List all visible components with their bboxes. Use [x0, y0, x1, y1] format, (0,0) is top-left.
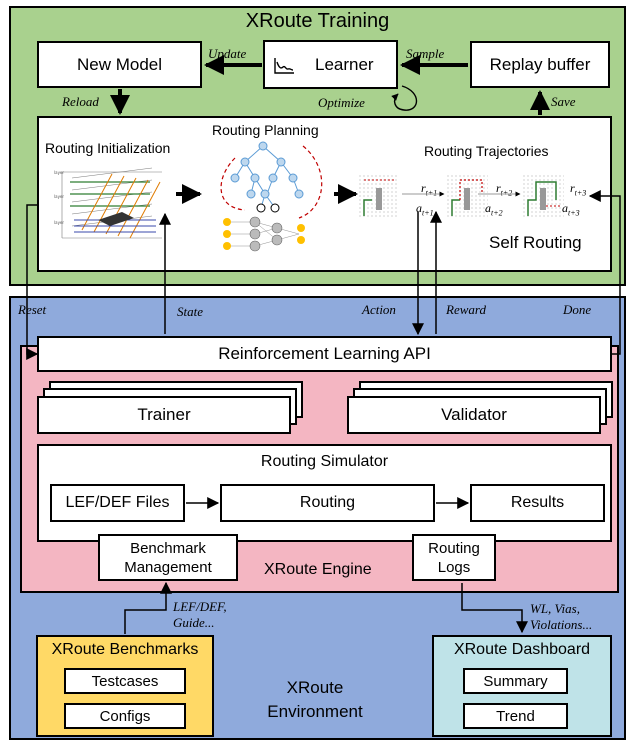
routing-trajectories-label: Routing Trajectories: [424, 143, 549, 159]
loss-curve-icon: [274, 58, 294, 74]
svg-text:layer: layer: [54, 220, 64, 225]
routing-planning-label: Routing Planning: [212, 122, 319, 138]
benchmark-management-line1: Benchmark: [130, 539, 206, 557]
routing-grid-illustration: layer layer layer: [54, 167, 162, 239]
testcases-box: Testcases: [64, 668, 186, 694]
done-connector: [588, 190, 621, 355]
rl-api-box: Reinforcement Learning API: [37, 336, 612, 372]
routing-initialization-label: Routing Initialization: [45, 140, 171, 156]
reset-label: Reset: [18, 302, 47, 317]
learner-label: Learner: [315, 54, 374, 74]
configs-label: Configs: [99, 707, 151, 725]
benchmarks-to-management-arrow: [124, 581, 172, 634]
action-t1-label: at+1: [416, 201, 434, 218]
optimize-label: Optimize: [318, 95, 365, 110]
lefdef-guide-label: LEF/DEF,Guide...: [173, 599, 227, 630]
optimize-loop-arrow: [391, 85, 418, 111]
reward-label: Reward: [446, 302, 486, 317]
routing-planning-illustration: [220, 141, 323, 252]
reset-connector: [26, 204, 39, 360]
reward-t2-label: rt+2: [496, 181, 513, 198]
engine-title: XRoute Engine: [264, 561, 372, 578]
replay-buffer-label: Replay buffer: [489, 54, 591, 74]
lef-def-files-box: LEF/DEF Files: [50, 484, 185, 522]
new-model-box: New Model: [37, 41, 202, 88]
reward-t1-label: rt+1: [421, 181, 438, 198]
summary-label: Summary: [483, 672, 548, 690]
svg-text:layer: layer: [54, 194, 64, 199]
action-t2-label: at+2: [485, 201, 503, 218]
routing-logs-line2: Logs: [437, 558, 471, 576]
benchmarks-title: XRoute Benchmarks: [51, 641, 199, 658]
validator-box: Validator: [347, 396, 601, 434]
routing-box: Routing: [220, 484, 435, 522]
wl-vias-label: WL, Vias,Violations...: [530, 601, 593, 632]
action-t3-label: at+3: [562, 201, 580, 218]
routing-simulator-label: Routing Simulator: [260, 453, 389, 470]
self-routing-label: Self Routing: [489, 233, 582, 252]
svg-text:layer: layer: [54, 170, 64, 175]
routing-logs-box: Routing Logs: [412, 534, 496, 581]
new-model-label: New Model: [76, 54, 163, 74]
lef-def-files-label: LEF/DEF Files: [65, 494, 170, 511]
trend-box: Trend: [463, 703, 568, 729]
logs-to-dashboard-arrow: [461, 583, 528, 634]
validator-label: Validator: [441, 405, 507, 424]
rl-api-label: Reinforcement Learning API: [218, 344, 431, 363]
trend-label: Trend: [496, 707, 535, 725]
trajectory-illustration: [358, 174, 564, 218]
testcases-label: Testcases: [91, 672, 159, 690]
results-box: Results: [470, 484, 605, 522]
trainer-label: Trainer: [137, 405, 191, 424]
training-title: XRoute Training: [245, 10, 390, 32]
done-label: Done: [563, 302, 592, 317]
trainer-box: Trainer: [37, 396, 291, 434]
routing-logs-line1: Routing: [428, 539, 480, 557]
reward-t3-label: rt+3: [570, 181, 587, 198]
learner-box: Learner: [263, 40, 398, 89]
configs-box: Configs: [64, 703, 186, 729]
state-label: State: [177, 304, 203, 319]
benchmark-management-line2: Management: [124, 558, 212, 576]
replay-buffer-box: Replay buffer: [470, 41, 610, 88]
routing-label: Routing: [299, 494, 356, 511]
results-label: Results: [510, 494, 565, 511]
benchmark-management-box: Benchmark Management: [98, 534, 238, 581]
save-label: Save: [551, 94, 576, 109]
dashboard-title: XRoute Dashboard: [453, 641, 591, 658]
reload-label: Reload: [62, 94, 99, 109]
summary-box: Summary: [463, 668, 568, 694]
action-label: Action: [362, 302, 396, 317]
